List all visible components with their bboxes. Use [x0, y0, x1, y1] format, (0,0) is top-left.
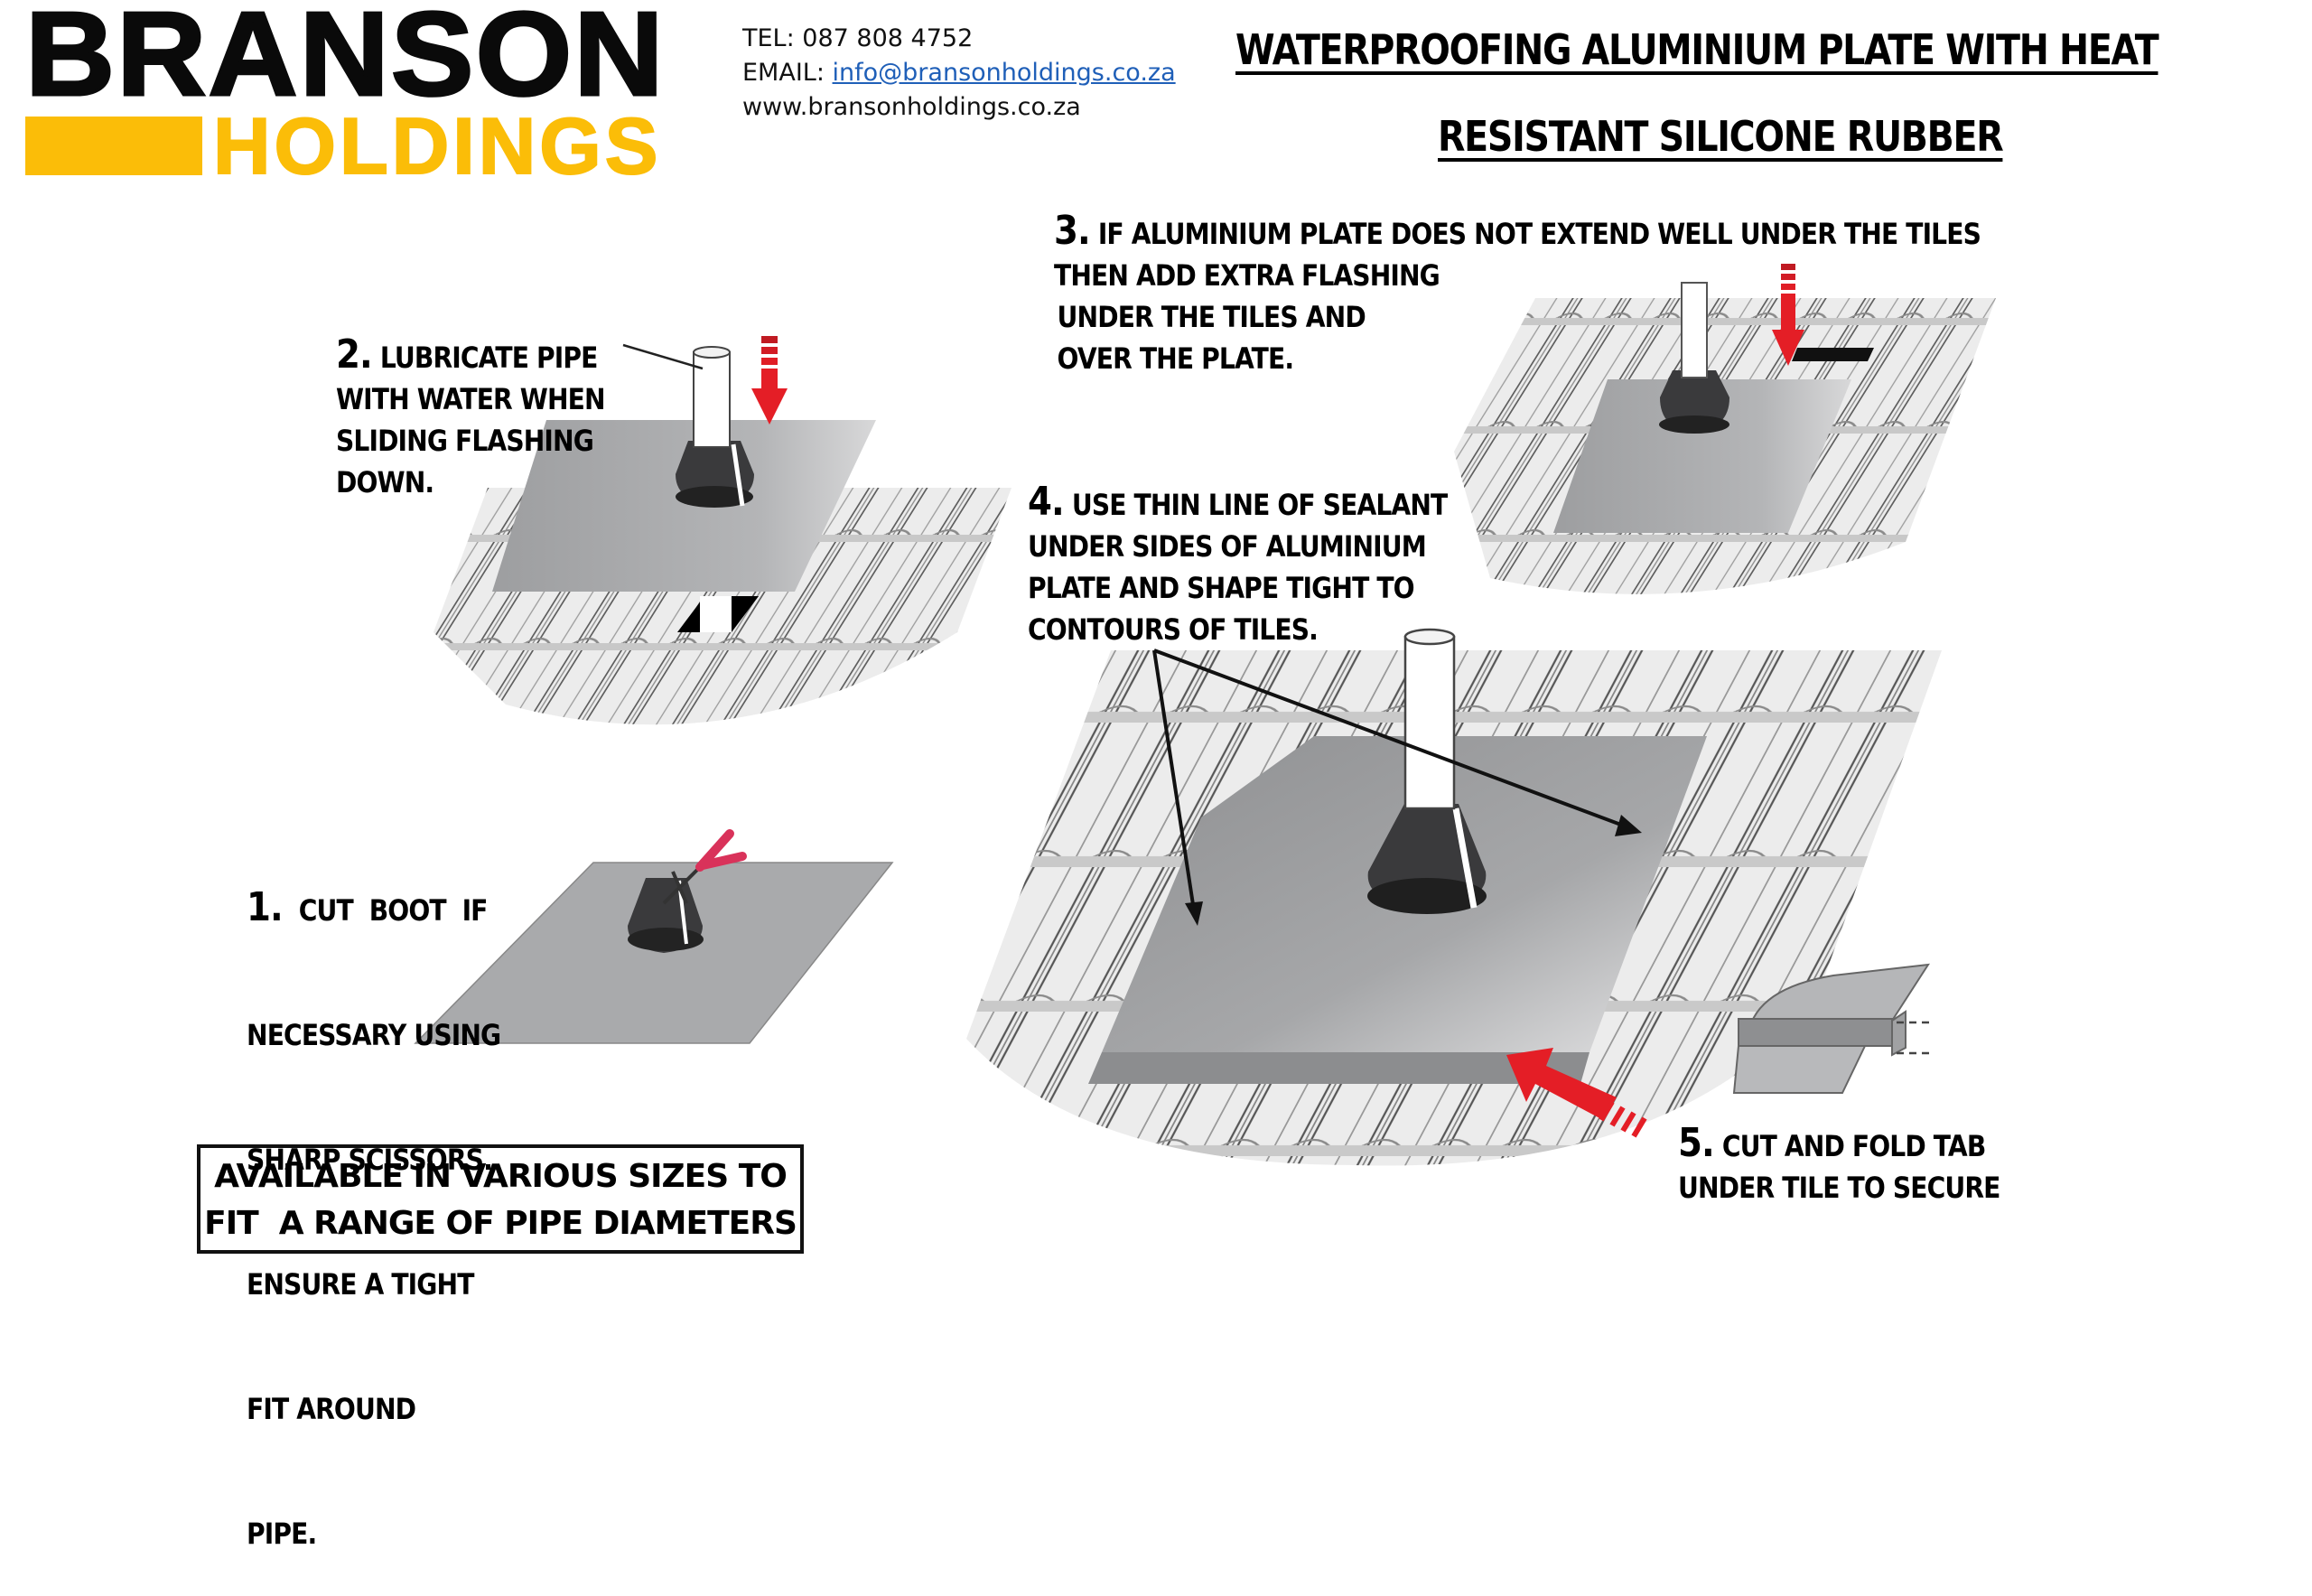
step-2-line-2: WITH WATER WHEN [336, 382, 606, 416]
step2-pipe-below [700, 596, 732, 632]
email-label: EMAIL: [742, 59, 825, 87]
step-4-line-2: UNDER SIDES OF ALUMINIUM [1028, 529, 1427, 564]
step4-boot-base [1367, 878, 1487, 914]
step2-pointer-line [622, 343, 704, 370]
step-4-line-3: PLATE AND SHAPE TIGHT TO [1028, 571, 1415, 605]
step-4-line-4: CONTOURS OF TILES. [1028, 612, 1319, 647]
step-5-line-1: CUT AND FOLD TAB [1721, 1129, 1986, 1163]
step-3-line-2: THEN ADD EXTRA FLASHING [1054, 258, 1440, 293]
sizes-note-box: AVAILABLE IN VARIOUS SIZES TO FIT A RANG… [197, 1144, 804, 1254]
step2-down-arrow [751, 336, 788, 425]
step3-illustration [1454, 264, 1996, 594]
brand-logo-bottom: HOLDINGS [212, 101, 662, 191]
brand-logo-top: BRANSON [23, 0, 666, 120]
website-link[interactable]: www.bransonholdings.co.za [742, 93, 1081, 121]
step2-aluminium-plate [492, 420, 876, 592]
step-1-line-1: CUT BOOT IF [298, 893, 489, 928]
step-4-text: 4. USE THIN LINE OF SEALANT UNDER SIDES … [1028, 479, 1448, 650]
step1-boot-base [628, 928, 704, 951]
contact-email: EMAIL: info@bransonholdings.co.za [742, 56, 1176, 90]
step3-boot-base [1659, 415, 1729, 434]
step4-pointer-arrows [1152, 649, 1642, 926]
page-title-line2: RESISTANT SILICONE RUBBER [1438, 112, 2004, 161]
step-2-line-1: LUBRICATE PIPE [379, 341, 599, 375]
step-2-number: 2. [336, 331, 373, 378]
contact-tel: TEL: 087 808 4752 [742, 22, 1176, 56]
step-1-line-5: FIT AROUND [247, 1392, 416, 1426]
step3-aluminium-plate [1553, 379, 1851, 533]
brand-logo-bar [25, 117, 202, 175]
sizes-note-line-2: FIT A RANGE OF PIPE DIAMETERS [204, 1205, 797, 1242]
sizes-note-line-1: AVAILABLE IN VARIOUS SIZES TO [214, 1158, 788, 1195]
step-1-number: 1. [247, 884, 284, 930]
step-1-line-6: PIPE. [247, 1517, 317, 1551]
email-link[interactable]: info@bransonholdings.co.za [832, 59, 1176, 87]
illustrations [414, 264, 1996, 1166]
step4-pipe [1403, 635, 1456, 810]
step-5-text: 5. CUT AND FOLD TAB UNDER TILE TO SECURE [1678, 1123, 2000, 1209]
contact-block: TEL: 087 808 4752 EMAIL: info@bransonhol… [742, 22, 1176, 125]
scissors-icon [662, 829, 747, 905]
step3-rubber-boot [1660, 370, 1729, 432]
step-4-number: 4. [1028, 479, 1065, 525]
step-2-line-4: DOWN. [336, 465, 434, 499]
step2-boot-highlight [731, 443, 745, 507]
step5-tab-illustration [1732, 963, 1933, 1094]
step-5-number: 5. [1678, 1120, 1715, 1166]
step1-illustration [414, 829, 894, 1044]
step4-illustration [966, 628, 1942, 1166]
step4-plate-lower-edge [1088, 1052, 1590, 1084]
step2-pipe-top [693, 346, 731, 359]
step3-pipe [1681, 282, 1708, 378]
tel-value: 087 808 4752 [802, 24, 974, 52]
step-5-line-2: UNDER TILE TO SECURE [1678, 1171, 2000, 1205]
step-1-line-2: NECESSARY USING [247, 1018, 501, 1052]
step-3-number: 3. [1054, 208, 1091, 254]
step3-down-arrow [1772, 264, 1804, 366]
step-2-text: 2. LUBRICATE PIPE WITH WATER WHEN SLIDIN… [336, 331, 606, 503]
step-4-line-1: USE THIN LINE OF SEALANT [1071, 488, 1448, 522]
step1-aluminium-plate [414, 862, 894, 1044]
step-1-line-4: ENSURE A TIGHT [247, 1267, 474, 1302]
step5-push-arrow [1506, 1048, 1647, 1138]
step-2-line-3: SLIDING FLASHING [336, 424, 594, 458]
step4-pipe-top [1403, 628, 1456, 646]
step3-extra-flashing-gap [1792, 348, 1874, 361]
step-3-line-4: OVER THE PLATE. [1057, 341, 1295, 376]
step-1-line-3: SHARP SCISSORS. [247, 1143, 493, 1177]
step4-boot-highlight [1452, 807, 1478, 909]
tel-label: TEL: [742, 24, 795, 52]
step-3-text: 3. IF ALUMINIUM PLATE DOES NOT EXTEND WE… [1054, 210, 1981, 379]
step2-boot-base [676, 486, 753, 508]
step-3-line-3: UNDER THE TILES AND [1057, 300, 1366, 334]
step-3-line-1: IF ALUMINIUM PLATE DOES NOT EXTEND WELL … [1097, 217, 1981, 251]
page-title-line1: WATERPROOFING ALUMINIUM PLATE WITH HEAT [1235, 25, 2159, 74]
